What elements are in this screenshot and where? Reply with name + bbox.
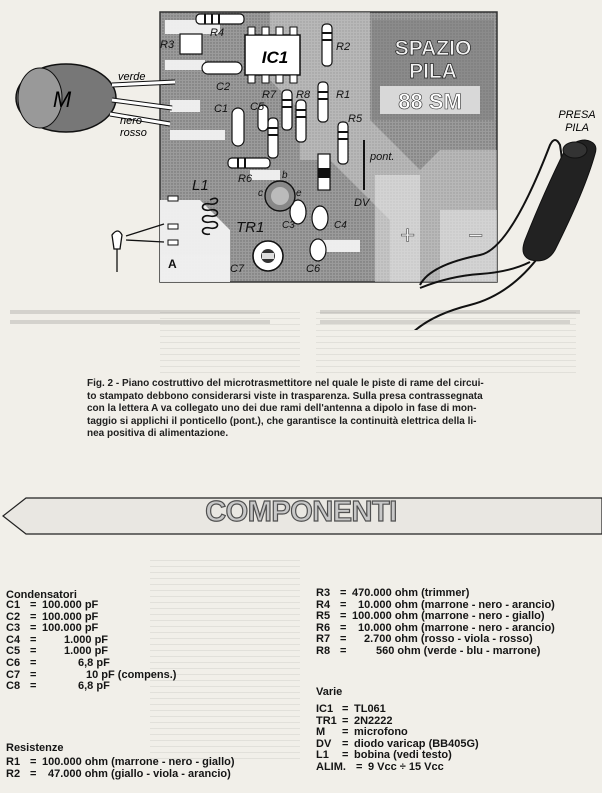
list-item: C4=1.000 pF <box>6 633 109 646</box>
list-item: R6=10.000 ohm (marrone - nero - arancio) <box>316 621 555 634</box>
resistor-r6 <box>227 157 271 169</box>
label-c5: C5 <box>250 101 265 113</box>
label-c7: C7 <box>230 263 245 275</box>
label-r5: R5 <box>348 113 363 125</box>
space-label-line1: SPAZIO <box>395 37 472 60</box>
components-banner <box>2 497 602 535</box>
resistor-unlabeled <box>267 117 279 159</box>
caption-line: to stampato debbono considerarsi viste i… <box>87 390 483 402</box>
label-r7: R7 <box>262 89 277 101</box>
label-minus: − <box>468 220 483 250</box>
label-plus: + <box>400 220 415 250</box>
resistor-r8 <box>295 99 307 143</box>
plug-label-line2: PILA <box>565 122 589 134</box>
wire-nero: nero <box>120 115 142 127</box>
list-item: C5=1.000 pF <box>6 645 109 658</box>
list-item: R3=470.000 ohm (trimmer) <box>316 587 470 599</box>
capacitor-c3 <box>289 199 307 225</box>
bleed-through-text <box>316 312 576 378</box>
wire-rosso: rosso <box>120 127 147 139</box>
list-item: C6=6,8 pF <box>6 656 110 669</box>
caption-line: Fig. 2 - Piano costruttivo del microtras… <box>87 378 484 389</box>
resistor-r5 <box>337 121 349 165</box>
wire-verde: verde <box>118 71 146 83</box>
label-r2: R2 <box>336 41 350 53</box>
resistors-list-left: R1=100.000 ohm (marrone - nero - giallo)… <box>6 756 306 780</box>
list-item: C2=100.000 pF <box>6 610 99 623</box>
code-label: 88 SM <box>398 89 462 114</box>
list-item: R7=2.700 ohm (rosso - viola - rosso) <box>316 633 533 646</box>
antenna-pin <box>111 223 165 272</box>
label-a: A <box>168 257 177 271</box>
list-item: C1=100.000 pF <box>6 599 99 611</box>
capacitor-c4 <box>311 205 329 231</box>
list-item: R4=10.000 ohm (marrone - nero - arancio) <box>316 598 555 611</box>
capacitors-heading: Condensatori <box>6 589 77 601</box>
label-r4: R4 <box>210 27 224 39</box>
caption-line: con la lettera A va collegato uno dei du… <box>87 403 477 415</box>
svg-text:IC1: IC1 <box>262 48 288 67</box>
coil-l1 <box>201 197 219 236</box>
label-c6: C6 <box>306 263 321 275</box>
capacitor-c7 <box>252 240 284 272</box>
label-r3: R3 <box>160 39 175 51</box>
list-item: C7=10 pF (compens.) <box>6 668 177 681</box>
list-item: M=microfono <box>316 726 408 739</box>
capacitor-c5 <box>257 104 269 132</box>
mic-label: M <box>53 87 72 112</box>
diode-dv <box>317 153 331 191</box>
pcb-layout-figure: SPAZIO PILA 88 SM IC1 <box>10 11 597 330</box>
label-e: e <box>296 188 302 199</box>
resistor-r1 <box>317 81 329 123</box>
battery-plug <box>413 139 597 330</box>
ic1-chip: IC1 <box>244 26 301 84</box>
label-r8: R8 <box>296 89 311 101</box>
label-pont: pont. <box>369 151 394 163</box>
microphone <box>15 63 176 133</box>
list-item: TR1=2N2222 <box>316 714 393 727</box>
list-item: R2=47.000 ohm (giallo - viola - arancio) <box>6 767 231 780</box>
misc-list: IC1=TL061 TR1=2N2222 M=microfono DV=diod… <box>316 703 600 774</box>
label-b: b <box>282 170 288 181</box>
label-r6: R6 <box>238 173 253 185</box>
list-item: R5=100.000 ohm (marrone - nero - giallo) <box>316 610 545 623</box>
capacitors-list: C1=100.000 pF C2=100.000 pF C3=100.000 p… <box>6 599 177 693</box>
misc-heading: Varie <box>316 686 343 698</box>
list-item: R8=560 ohm (verde - blu - marrone) <box>316 644 541 657</box>
resistor-r7 <box>281 89 293 131</box>
components-title: COMPONENTI <box>205 495 398 528</box>
caption-line: nea positiva di alimentazione. <box>87 428 229 440</box>
space-label-line2: PILA <box>409 60 457 83</box>
label-c1: C1 <box>214 103 228 115</box>
label-tr1: TR1 <box>236 219 264 236</box>
capacitor-c1 <box>231 107 245 147</box>
resistors-list-right: R3=470.000 ohm (trimmer) R4=10.000 ohm (… <box>316 587 600 658</box>
label-dv: DV <box>354 197 371 209</box>
resistor-r2 <box>321 23 333 67</box>
caption-line: taggio si applichi il ponticello (pont.)… <box>87 415 477 427</box>
trimmer-r3 <box>179 33 203 55</box>
list-item: C3=100.000 pF <box>6 622 99 635</box>
list-item: L1=bobina (vedi testo) <box>316 749 452 762</box>
list-item: IC1=TL061 <box>316 703 386 715</box>
label-l1: L1 <box>192 177 209 194</box>
list-item: ALIM.=9 Vcc ÷ 15 Vcc <box>316 760 444 773</box>
label-c4: C4 <box>334 220 347 231</box>
list-item: R1=100.000 ohm (marrone - nero - giallo) <box>6 756 235 768</box>
capacitor-c6 <box>309 238 327 262</box>
list-item: C8=6,8 pF <box>6 680 110 693</box>
bleed-through-text <box>150 560 300 760</box>
transistor-tr1 <box>264 180 296 212</box>
label-c3: C3 <box>282 220 295 231</box>
resistors-heading: Resistenze <box>6 742 64 754</box>
capacitor-c2 <box>201 61 243 75</box>
bleed-through-text <box>160 312 300 378</box>
label-c2: C2 <box>216 81 230 93</box>
figure-caption: Fig. 2 - Piano costruttivo del microtras… <box>87 378 547 441</box>
list-item: DV=diodo varicap (BB405G) <box>316 737 479 750</box>
plug-label-line1: PRESA <box>558 109 595 121</box>
label-r1: R1 <box>336 89 350 101</box>
label-c: c <box>258 188 263 199</box>
